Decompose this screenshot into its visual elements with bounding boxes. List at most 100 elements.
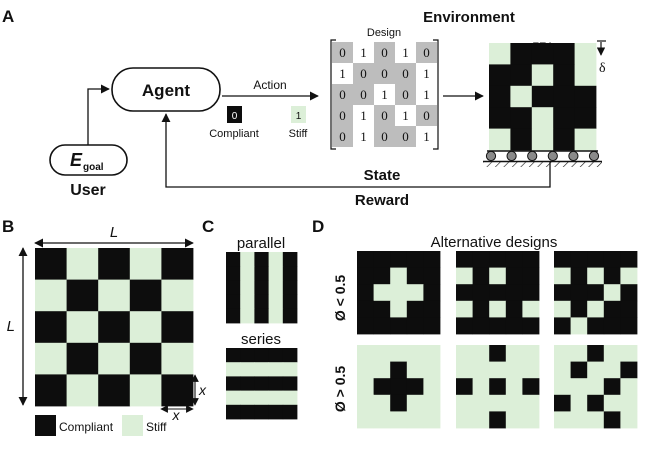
alt-r1-d0-cell-r2-c2 xyxy=(390,378,408,396)
alt-r0-d2-cell-r0-c1 xyxy=(570,251,588,268)
design-matrix-value-r3-c1: 1 xyxy=(360,108,367,123)
alt-r1-d1-cell-r4-c2 xyxy=(489,411,507,429)
alt-design-row0-col0 xyxy=(357,251,441,335)
series-grid xyxy=(226,348,298,420)
fea-cell-r4-c4 xyxy=(574,128,597,151)
alt-r1-d0-cell-r4-c1 xyxy=(373,411,391,429)
alt-r1-d2-cell-r2-c2 xyxy=(587,378,605,396)
design-matrix-cell-r2-c2 xyxy=(374,84,395,105)
alt-r0-d0-cell-r2-c4 xyxy=(423,284,441,302)
alt-r0-d2-cell-r1-c4 xyxy=(620,267,638,285)
alt-r1-d2-cell-r0-c0 xyxy=(554,345,571,362)
parallel-cell-r0-c3 xyxy=(268,252,284,267)
parallel-cell-r2-c1 xyxy=(240,280,255,295)
fea-roller-4 xyxy=(568,150,579,162)
alt-r1-d2-cell-r0-c2 xyxy=(587,345,605,362)
alt-design-row1-col2 xyxy=(554,345,638,429)
alt-r0-d0-cell-r1-c4 xyxy=(423,267,441,285)
fea-cell-r0-c2 xyxy=(531,43,554,65)
alt-r1-d2-cell-r2-c4 xyxy=(620,378,638,396)
checker-cell-r2-c3 xyxy=(129,311,162,344)
alt-r1-d0-cell-r2-c3 xyxy=(406,378,424,396)
series-cell-r4-c1 xyxy=(240,404,255,420)
row-label-low: Ø < 0.5 xyxy=(332,275,348,322)
fea-cell-r0-c0 xyxy=(489,43,511,65)
parallel-cell-r1-c4 xyxy=(282,266,298,281)
legend-stiff-swatch xyxy=(291,106,306,123)
alt-r1-d0-cell-r3-c1 xyxy=(373,394,391,412)
alt-r0-d1-cell-r4-c0 xyxy=(456,317,473,335)
alt-r1-d0-cell-r2-c4 xyxy=(423,378,441,396)
alt-r0-d2-cell-r0-c2 xyxy=(587,251,605,268)
parallel-cell-r1-c0 xyxy=(226,266,241,281)
alt-r0-d1-cell-r3-c2 xyxy=(489,300,507,318)
user-to-agent-arrow xyxy=(87,84,110,145)
design-matrix-cell-r1-c0 xyxy=(332,63,353,84)
alt-r1-d2-cell-r4-c0 xyxy=(554,411,571,429)
fea-ground-hatch xyxy=(483,162,602,167)
alt-r0-d2-cell-r3-c0 xyxy=(554,300,571,318)
checker-cell-r1-c2 xyxy=(98,279,131,312)
design-matrix-cell-r4-c1 xyxy=(353,126,374,147)
alt-r1-d1-cell-r0-c1 xyxy=(472,345,490,362)
design-matrix-cell-r2-c1 xyxy=(353,84,374,105)
parallel-cell-r2-c4 xyxy=(282,280,298,295)
legend-compliant-swatch xyxy=(227,106,242,123)
checkerboard-grid xyxy=(35,248,194,407)
alt-r0-d1-cell-r1-c2 xyxy=(489,267,507,285)
parallel-cell-r4-c1 xyxy=(240,308,255,324)
alt-r0-d1-cell-r3-c0 xyxy=(456,300,473,318)
fea-cell-r3-c3 xyxy=(553,107,575,129)
fea-roller-1 xyxy=(506,150,517,162)
alt-r1-d0-cell-r4-c0 xyxy=(357,411,374,429)
agent-node xyxy=(111,67,221,112)
parallel-cell-r4-c2 xyxy=(254,308,269,324)
series-cell-r0-c3 xyxy=(268,348,284,363)
fea-cell-r3-c2 xyxy=(531,107,554,129)
checker-cell-r4-c2 xyxy=(98,374,131,407)
cell-height-label: x xyxy=(198,382,207,398)
design-matrix-value-r1-c0: 1 xyxy=(339,66,346,81)
alt-r0-d1-cell-r2-c2 xyxy=(489,284,507,302)
delta-symbol: δ xyxy=(599,61,606,76)
design-matrix-value-r1-c3: 0 xyxy=(402,66,409,81)
design-matrix-value-r1-c1: 0 xyxy=(360,66,367,81)
alt-design-row1-col1 xyxy=(456,345,540,429)
alt-r1-d2-cell-r3-c0 xyxy=(554,394,571,412)
b-legend-stiff-label: Stiff xyxy=(146,420,167,434)
alt-r0-d2-cell-r4-c3 xyxy=(603,317,621,335)
panel-d: D Alternative designs Ø < 0.5 Ø > 0.5 xyxy=(312,217,638,429)
panel-label-c: C xyxy=(202,217,214,236)
series-cell-r3-c3 xyxy=(268,390,284,406)
fea-grid xyxy=(489,43,597,151)
alt-r0-d2-cell-r1-c0 xyxy=(554,267,571,285)
alt-r1-d1-cell-r1-c3 xyxy=(505,361,523,379)
alt-r0-d2-cell-r1-c2 xyxy=(587,267,605,285)
alt-r0-d1-cell-r1-c4 xyxy=(522,267,540,285)
design-matrix-value-r4-c1: 1 xyxy=(360,129,367,144)
alt-r0-d0-cell-r4-c3 xyxy=(406,317,424,335)
alt-r0-d2-cell-r4-c2 xyxy=(587,317,605,335)
b-legend-compliant-label: Compliant xyxy=(59,420,114,434)
alt-r1-d2-cell-r2-c0 xyxy=(554,378,571,396)
fea-cell-r3-c4 xyxy=(574,107,597,129)
design-matrix-cell-r0-c1 xyxy=(353,42,374,63)
series-cell-r2-c3 xyxy=(268,376,284,391)
design-matrix-value-r2-c4: 1 xyxy=(423,87,430,102)
alt-r0-d0-cell-r3-c0 xyxy=(357,300,374,318)
design-matrix-value-r0-c1: 1 xyxy=(360,45,367,60)
fea-cell-r4-c1 xyxy=(510,128,533,151)
alt-r0-d2-cell-r2-c4 xyxy=(620,284,638,302)
alt-r1-d0-cell-r1-c2 xyxy=(390,361,408,379)
design-matrix-cell-r4-c2 xyxy=(374,126,395,147)
checker-cell-r2-c4 xyxy=(161,311,194,344)
series-cell-r1-c4 xyxy=(282,362,298,377)
alt-r1-d1-cell-r0-c4 xyxy=(522,345,540,362)
alt-r1-d2-cell-r1-c1 xyxy=(570,361,588,379)
alt-r1-d0-cell-r3-c2 xyxy=(390,394,408,412)
alternative-designs-grids xyxy=(357,251,638,429)
alt-r1-d0-cell-r0-c1 xyxy=(373,345,391,362)
alt-r1-d0-cell-r4-c3 xyxy=(406,411,424,429)
